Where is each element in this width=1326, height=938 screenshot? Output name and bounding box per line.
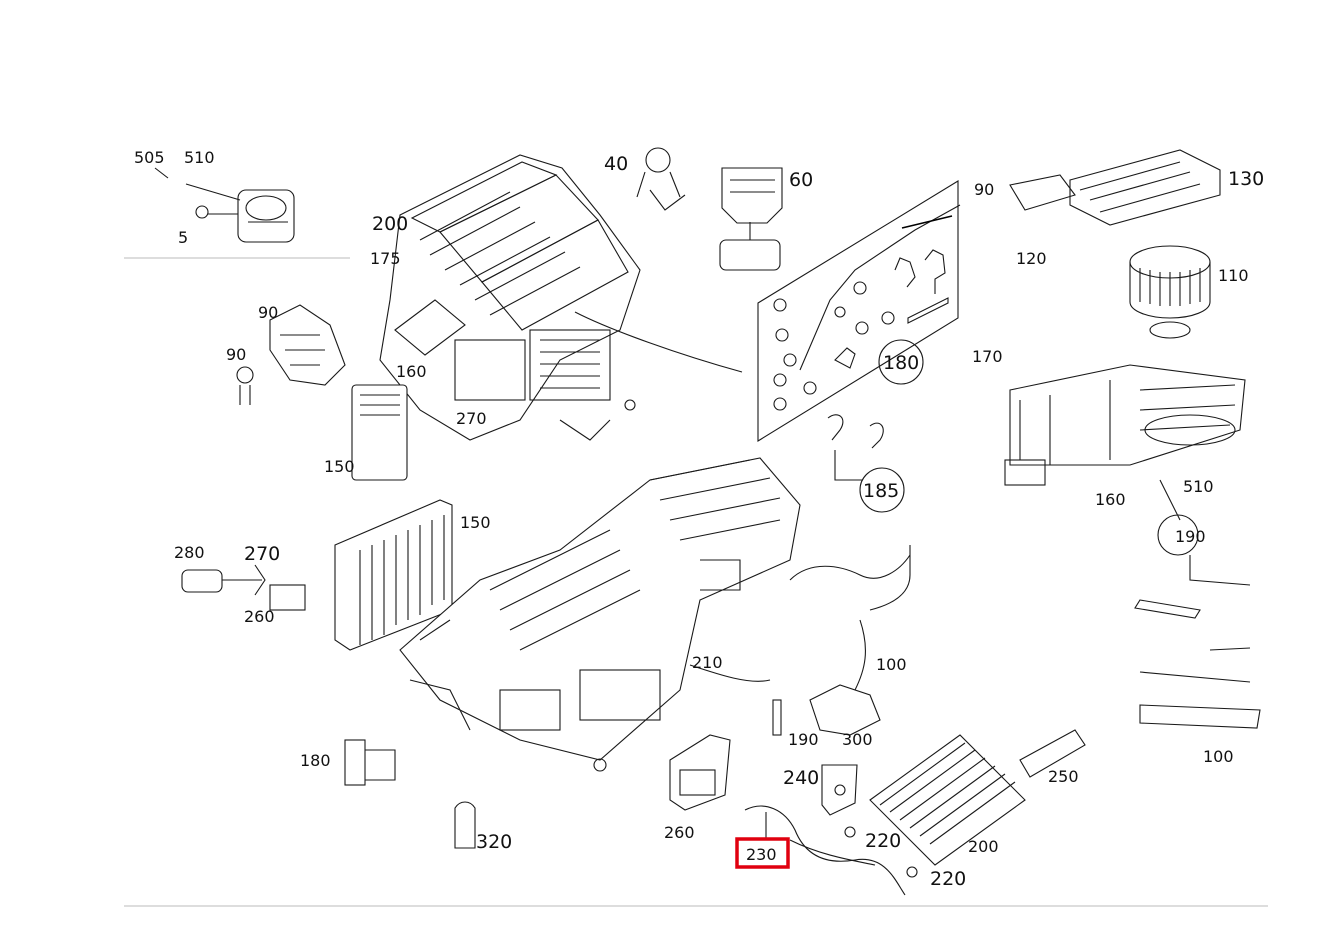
clip-parts-185[interactable]	[827, 414, 884, 481]
callout-90-left: 90	[258, 303, 278, 322]
part-320[interactable]	[454, 801, 476, 849]
callout-220-a: 220	[865, 830, 901, 852]
callout-100-right: 100	[1203, 747, 1234, 766]
callout-505: 505	[134, 148, 165, 167]
callout-90-right: 90	[974, 180, 994, 199]
evaporator-200[interactable]	[869, 734, 1026, 866]
callout-200-bottom: 200	[968, 837, 999, 856]
callout-180: 180	[883, 352, 919, 374]
callout-60: 60	[789, 169, 813, 191]
clamp-220[interactable]	[844, 826, 918, 878]
gasket-240[interactable]	[821, 764, 858, 816]
callout-270: 270	[244, 543, 280, 565]
connector-parts-280[interactable]	[181, 564, 306, 611]
callout-120: 120	[1016, 249, 1047, 268]
small-fan-part[interactable]	[1157, 479, 1251, 586]
callout-5: 5	[178, 228, 188, 247]
callout-510: 510	[184, 148, 215, 167]
callout-190: 190	[788, 730, 819, 749]
bracket-part[interactable]	[236, 304, 346, 405]
part-260-cover[interactable]	[669, 734, 731, 811]
callout-150: 150	[460, 513, 491, 532]
blower-housing[interactable]	[1004, 364, 1246, 486]
callout-160-right: 160	[1095, 490, 1126, 509]
callout-185: 185	[863, 480, 899, 502]
callout-320: 320	[476, 831, 512, 853]
callout-250: 250	[1048, 767, 1079, 786]
callout-170: 170	[972, 347, 1003, 366]
callout-280: 280	[174, 543, 205, 562]
hose-230[interactable]	[744, 805, 906, 896]
connecting-cable	[574, 311, 743, 373]
callout-240: 240	[783, 767, 819, 789]
servo-parts-190[interactable]	[772, 684, 881, 736]
part-60[interactable]	[719, 167, 783, 271]
duct-pipes[interactable]	[689, 545, 911, 691]
filter-element[interactable]	[351, 384, 408, 481]
callout-50: 150	[324, 457, 355, 476]
callout-40: 40	[604, 153, 628, 175]
highlight-box[interactable]	[735, 837, 790, 869]
callout-220-b: 220	[930, 868, 966, 890]
callout-160-top: 160	[396, 362, 427, 381]
callout-260: 260	[664, 823, 695, 842]
lower-housing-assembly[interactable]	[399, 457, 801, 772]
callout-200-top: 200	[372, 213, 408, 235]
motor-110[interactable]	[1129, 245, 1211, 339]
callout-230-highlighted: 230	[746, 845, 777, 864]
callout-51100: 510	[1183, 477, 1214, 496]
callout-260-left: 260	[244, 607, 275, 626]
heater-core[interactable]	[334, 499, 453, 651]
callout-80: 175	[370, 249, 401, 268]
valve-250[interactable]	[1019, 729, 1086, 778]
flap-parts[interactable]	[1134, 599, 1261, 729]
upper-housing-assembly[interactable]	[379, 154, 641, 441]
callout-100: 100	[876, 655, 907, 674]
inset-actuator-part[interactable]	[154, 167, 295, 243]
callout-10: 190	[1175, 527, 1206, 546]
part-40[interactable]	[636, 147, 686, 211]
callout-30: 130	[1228, 168, 1264, 190]
callout-300: 300	[842, 730, 873, 749]
callout-20: 270	[456, 409, 487, 428]
callout-180-bottom: 180	[300, 751, 331, 770]
upper-right-module[interactable]	[1009, 149, 1221, 226]
callout-110: 110	[1218, 266, 1249, 285]
callout-circle-185	[859, 467, 905, 513]
repair-kit-panel[interactable]	[757, 180, 961, 442]
callout-circle-180	[878, 339, 924, 385]
callout-210-a: 210	[692, 653, 723, 672]
callout-90b: 90	[226, 345, 246, 364]
part-180-bottom[interactable]	[344, 739, 396, 786]
